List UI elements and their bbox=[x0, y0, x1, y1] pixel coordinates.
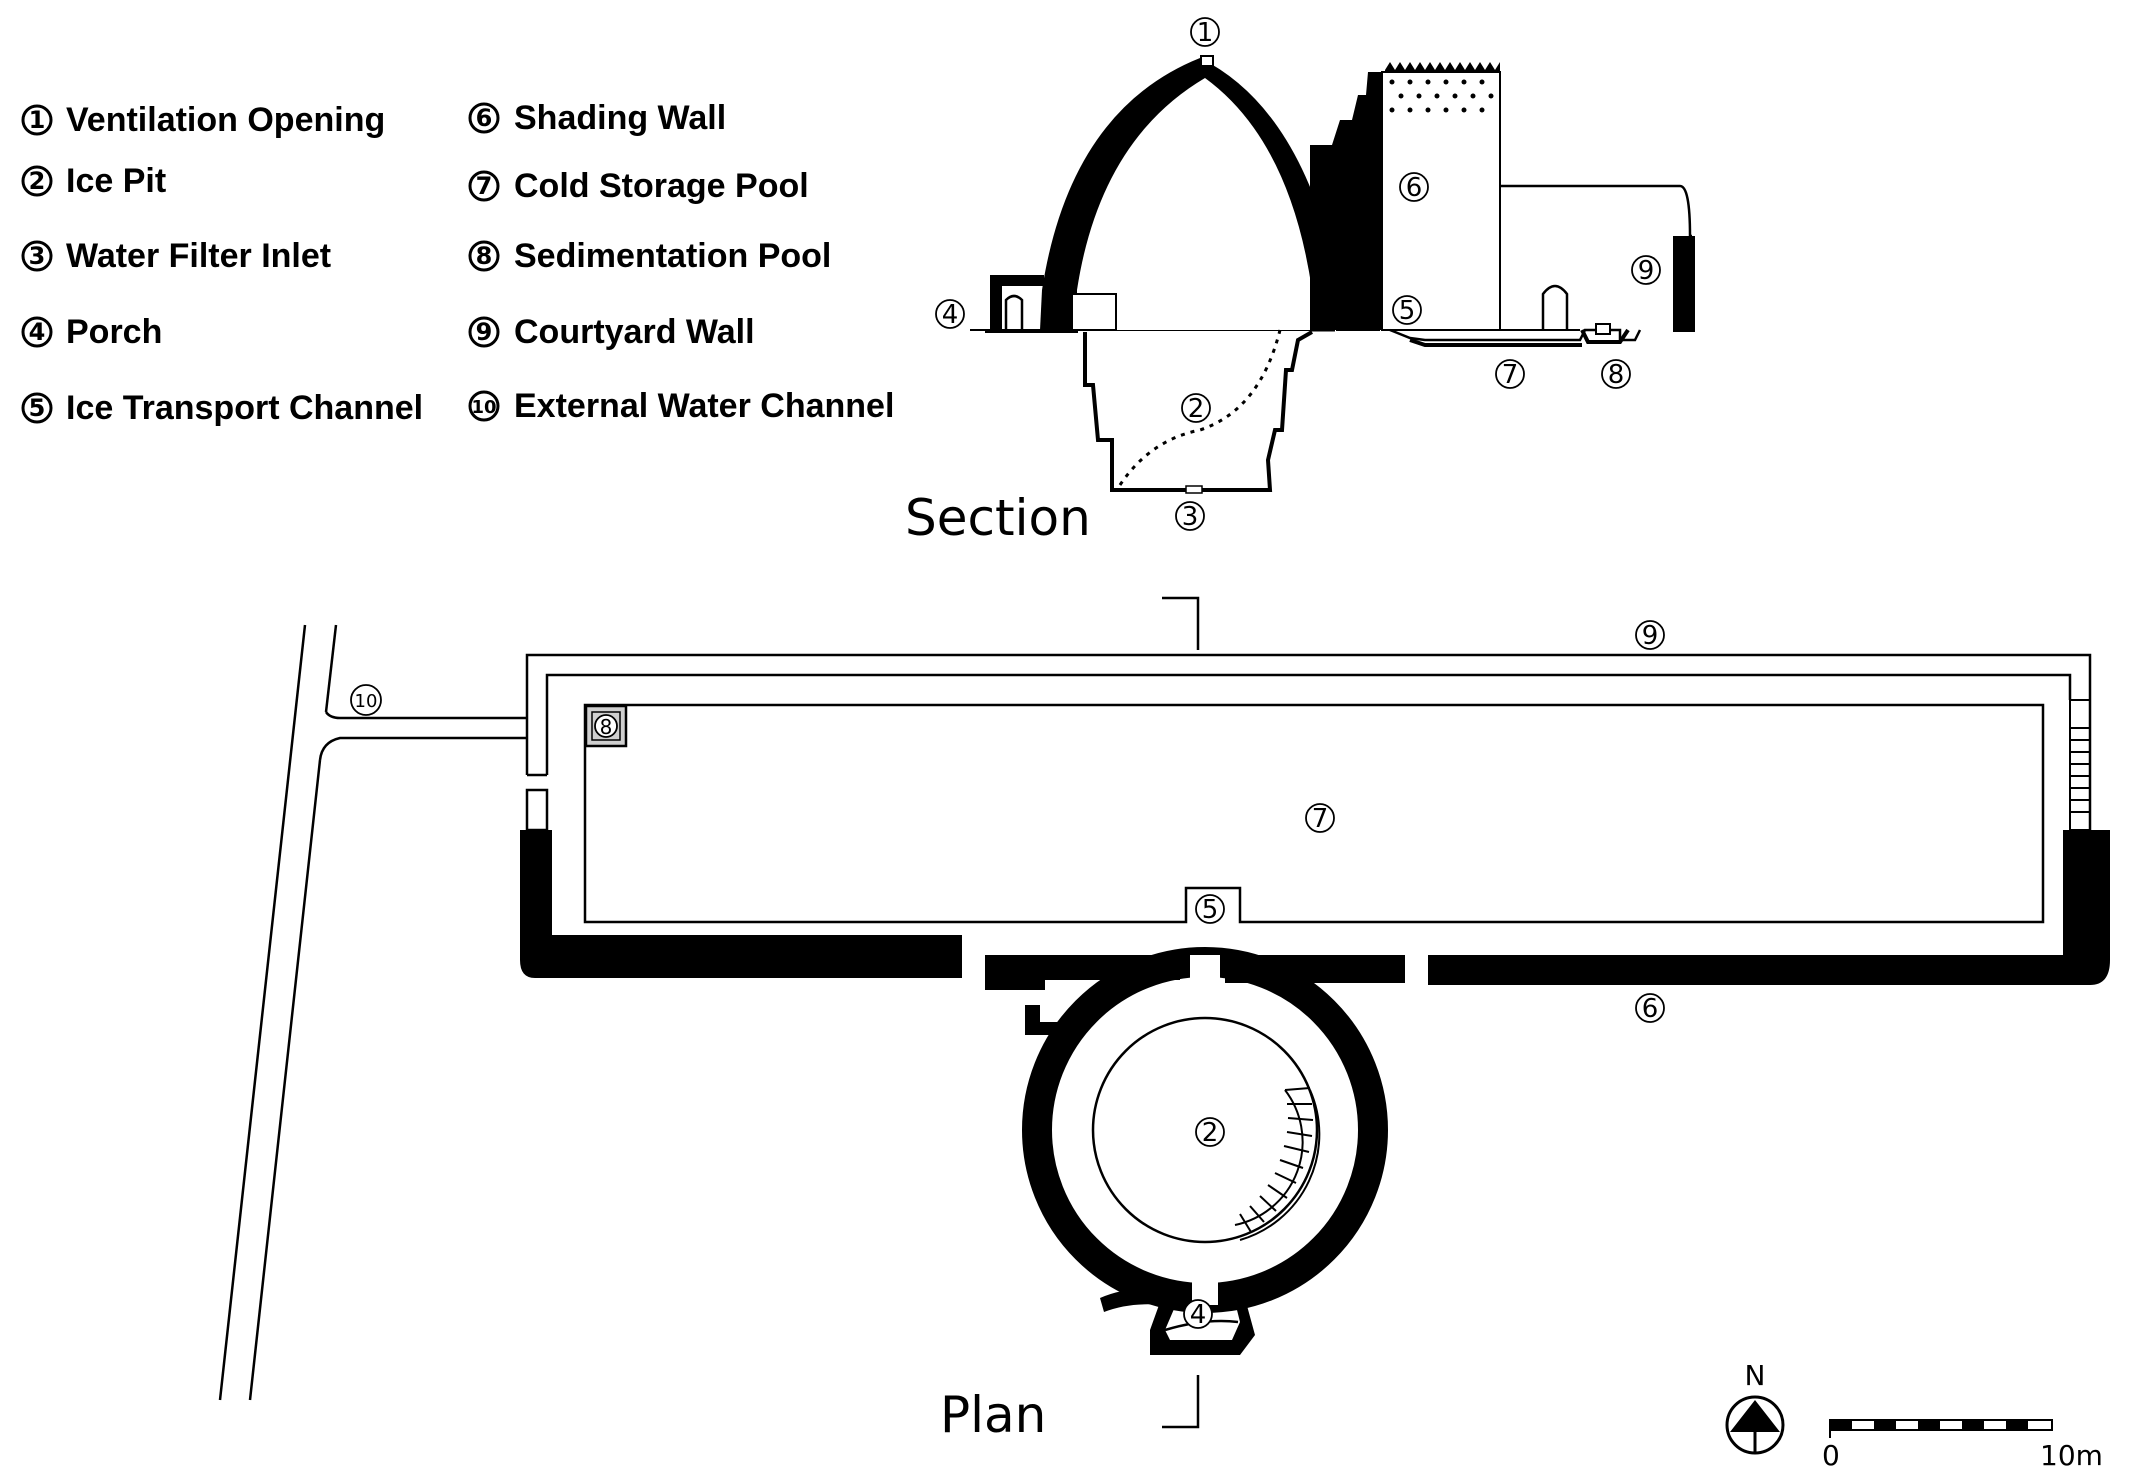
plan-courtyard-wall bbox=[525, 653, 2092, 832]
scale-end-label: 10m bbox=[2040, 1439, 2103, 1472]
section-cut-marker-bottom bbox=[1162, 1375, 1200, 1429]
svg-text:3: 3 bbox=[1182, 502, 1199, 532]
plan-marker-8: 8 bbox=[594, 714, 618, 739]
svg-text:Courtyard Wall: Courtyard Wall bbox=[514, 313, 755, 351]
section-marker-4: 4 bbox=[935, 299, 965, 330]
svg-text:8: 8 bbox=[476, 242, 493, 270]
svg-text:Water Filter Inlet: Water Filter Inlet bbox=[66, 237, 331, 275]
svg-text:9: 9 bbox=[1638, 256, 1655, 286]
legend-item-9: 9 Courtyard Wall bbox=[468, 313, 755, 351]
svg-text:6: 6 bbox=[476, 104, 493, 132]
section-drawing bbox=[970, 55, 1695, 494]
section-marker-6: 6 bbox=[1399, 172, 1429, 203]
svg-text:7: 7 bbox=[476, 172, 493, 200]
svg-text:Ice Transport Channel: Ice Transport Channel bbox=[66, 389, 423, 427]
svg-text:4: 4 bbox=[29, 318, 46, 346]
svg-text:Porch: Porch bbox=[66, 313, 162, 351]
plan-marker-9: 9 bbox=[1635, 620, 1665, 651]
north-label: N bbox=[1745, 1359, 1766, 1392]
svg-text:2: 2 bbox=[1188, 394, 1205, 424]
plan-marker-4: 4 bbox=[1183, 1299, 1213, 1330]
svg-text:1: 1 bbox=[29, 106, 46, 134]
legend-item-6: 6 Shading Wall bbox=[468, 99, 726, 137]
legend-item-7: 7 Cold Storage Pool bbox=[468, 167, 809, 205]
section-stepped-wall bbox=[1310, 72, 1390, 330]
svg-text:1: 1 bbox=[1197, 18, 1214, 48]
section-marker-2: 2 bbox=[1181, 393, 1211, 424]
shading-wall-hatch bbox=[1385, 62, 1500, 113]
plan-title: Plan bbox=[940, 1386, 1046, 1444]
legend-item-10: 10 External Water Channel bbox=[468, 387, 894, 425]
svg-text:6: 6 bbox=[1406, 173, 1423, 203]
plan-drawing bbox=[218, 596, 2110, 1429]
section-markers: 1 2 3 4 5 6 7 8 9 bbox=[935, 17, 1661, 532]
section-marker-3: 3 bbox=[1175, 501, 1205, 532]
svg-text:5: 5 bbox=[29, 394, 46, 422]
section-title: Section bbox=[905, 489, 1091, 547]
svg-text:External Water Channel: External Water Channel bbox=[514, 387, 894, 425]
svg-text:4: 4 bbox=[942, 300, 959, 330]
section-porch bbox=[990, 275, 1044, 330]
svg-text:6: 6 bbox=[1642, 994, 1659, 1024]
svg-text:4: 4 bbox=[1190, 1300, 1207, 1330]
svg-text:5: 5 bbox=[1399, 296, 1416, 326]
legend-item-2: 2 Ice Pit bbox=[21, 162, 166, 200]
plan-marker-7: 7 bbox=[1305, 803, 1335, 834]
plan-shading-wall bbox=[520, 830, 2110, 990]
water-filter-inlet bbox=[1185, 485, 1203, 494]
section-marker-7: 7 bbox=[1495, 359, 1525, 390]
legend-item-4: 4 Porch bbox=[21, 313, 162, 351]
svg-text:Ice Pit: Ice Pit bbox=[66, 162, 166, 200]
plan-markers: 10 8 9 7 5 6 2 4 bbox=[350, 620, 1665, 1330]
external-water-channel bbox=[218, 624, 527, 1401]
section-ice-pit bbox=[1083, 330, 1313, 492]
ventilation-opening bbox=[1200, 55, 1214, 67]
scale-start-label: 0 bbox=[1822, 1439, 1840, 1472]
section-cut-marker-top bbox=[1162, 596, 1200, 650]
scale-bar: 0 10m bbox=[1822, 1419, 2103, 1472]
svg-text:Ventilation Opening: Ventilation Opening bbox=[66, 101, 385, 139]
svg-text:10: 10 bbox=[471, 397, 496, 418]
plan-cold-storage-pool bbox=[583, 703, 2045, 924]
plan-marker-5: 5 bbox=[1195, 894, 1225, 925]
svg-text:10: 10 bbox=[355, 691, 378, 712]
plan-marker-2: 2 bbox=[1195, 1117, 1225, 1148]
svg-text:9: 9 bbox=[476, 318, 493, 346]
plan-marker-10: 10 bbox=[350, 684, 382, 716]
section-marker-9: 9 bbox=[1631, 255, 1661, 286]
section-courtyard-wall-post bbox=[1673, 236, 1695, 332]
legend-item-5: 5 Ice Transport Channel bbox=[21, 389, 423, 427]
section-marker-1: 1 bbox=[1190, 17, 1220, 48]
svg-text:3: 3 bbox=[29, 242, 46, 270]
plan-sedimentation-pool bbox=[584, 704, 628, 748]
svg-text:2: 2 bbox=[1202, 1118, 1219, 1148]
legend-item-8: 8 Sedimentation Pool bbox=[468, 237, 831, 275]
legend-item-3: 3 Water Filter Inlet bbox=[21, 237, 331, 275]
legend-item-1: 1 Ventilation Opening bbox=[21, 101, 385, 139]
svg-text:8: 8 bbox=[600, 715, 613, 739]
svg-text:Sedimentation Pool: Sedimentation Pool bbox=[514, 237, 831, 275]
svg-text:9: 9 bbox=[1642, 621, 1659, 651]
section-sedimentation-pool bbox=[1595, 323, 1611, 335]
svg-text:Cold Storage Pool: Cold Storage Pool bbox=[514, 167, 809, 205]
svg-text:2: 2 bbox=[29, 167, 46, 195]
svg-text:5: 5 bbox=[1202, 895, 1219, 925]
legend: 1 Ventilation Opening 2 Ice Pit 3 Water … bbox=[21, 99, 894, 427]
svg-text:7: 7 bbox=[1312, 804, 1329, 834]
svg-text:7: 7 bbox=[1502, 360, 1519, 390]
section-shading-wall bbox=[1381, 71, 1501, 331]
plan-east-stairs bbox=[2069, 699, 2091, 831]
section-marker-8: 8 bbox=[1601, 359, 1631, 390]
plan-marker-6: 6 bbox=[1635, 993, 1665, 1024]
section-courtyard-wall bbox=[1500, 184, 1692, 238]
north-arrow-icon: N bbox=[1725, 1359, 1785, 1455]
section-marker-5: 5 bbox=[1392, 295, 1422, 326]
plan-side-passage bbox=[1025, 1005, 1080, 1035]
svg-text:Shading Wall: Shading Wall bbox=[514, 99, 726, 137]
svg-text:8: 8 bbox=[1608, 360, 1625, 390]
